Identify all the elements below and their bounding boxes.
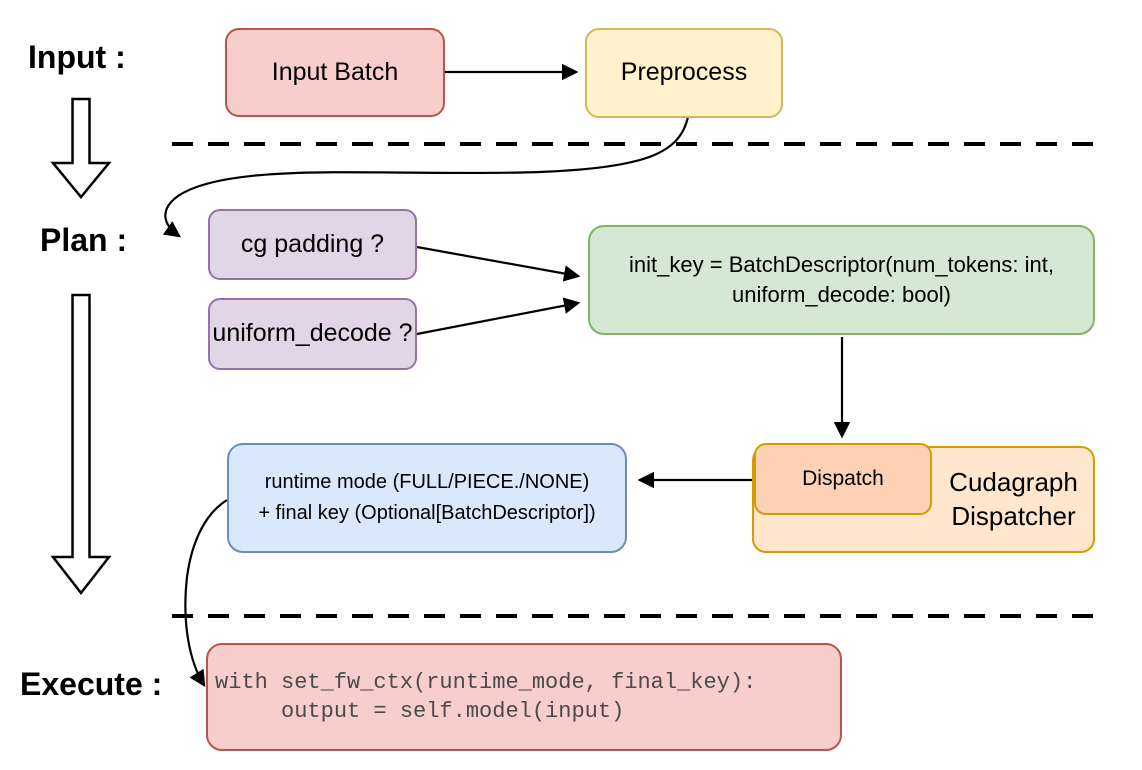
execute-code-line2: output = self.model(input) bbox=[215, 699, 625, 724]
node-input-batch-label: Input Batch bbox=[271, 57, 399, 86]
stage-arrow-plan-to-execute-icon bbox=[50, 293, 112, 596]
node-runtime-mode-line2: + final key (Optional[BatchDescriptor]) bbox=[258, 502, 596, 524]
stage-label-input: Input : bbox=[28, 39, 126, 75]
node-init-key-line1: init_key = BatchDescriptor(num_tokens: i… bbox=[629, 252, 1054, 278]
node-runtime-mode-line1: runtime mode (FULL/PIECE./NONE) bbox=[264, 471, 590, 493]
node-execute-code: with set_fw_ctx(runtime_mode, final_key)… bbox=[206, 643, 842, 751]
node-dispatch-label: Dispatch bbox=[802, 466, 884, 490]
node-preprocess: Preprocess bbox=[585, 28, 783, 118]
stage-label-plan: Plan : bbox=[40, 222, 128, 258]
node-dispatch: Dispatch bbox=[754, 443, 932, 515]
connector-cgpadding-to-initkey bbox=[416, 245, 581, 282]
node-cg-padding: cg padding ? bbox=[208, 209, 417, 280]
node-runtime-mode: runtime mode (FULL/PIECE./NONE) + final … bbox=[227, 443, 627, 553]
cudagraph-label-line1: Cudagraph bbox=[949, 467, 1078, 498]
stage-arrow-input-to-plan-icon bbox=[50, 97, 112, 199]
node-cudagraph-dispatcher-label: Cudagraph Dispatcher bbox=[932, 446, 1095, 553]
connector-preprocess-to-cgpadding bbox=[162, 116, 690, 238]
cudagraph-label-line2: Dispatcher bbox=[951, 500, 1076, 531]
execute-code-line1: with set_fw_ctx(runtime_mode, final_key)… bbox=[215, 669, 757, 695]
node-input-batch: Input Batch bbox=[225, 28, 445, 117]
node-uniform-decode: uniform_decode ? bbox=[208, 298, 417, 370]
node-cg-padding-label: cg padding ? bbox=[240, 229, 385, 258]
node-uniform-decode-label: uniform_decode ? bbox=[212, 319, 413, 348]
connector-uniformdecode-to-initkey bbox=[416, 297, 581, 336]
node-preprocess-label: Preprocess bbox=[620, 58, 748, 87]
node-init-key-line2: uniform_decode: bool) bbox=[732, 282, 951, 307]
node-init-key: init_key = BatchDescriptor(num_tokens: i… bbox=[588, 225, 1095, 335]
stage-label-execute: Execute : bbox=[20, 666, 163, 702]
connector-runtimemode-to-execute bbox=[184, 499, 228, 688]
